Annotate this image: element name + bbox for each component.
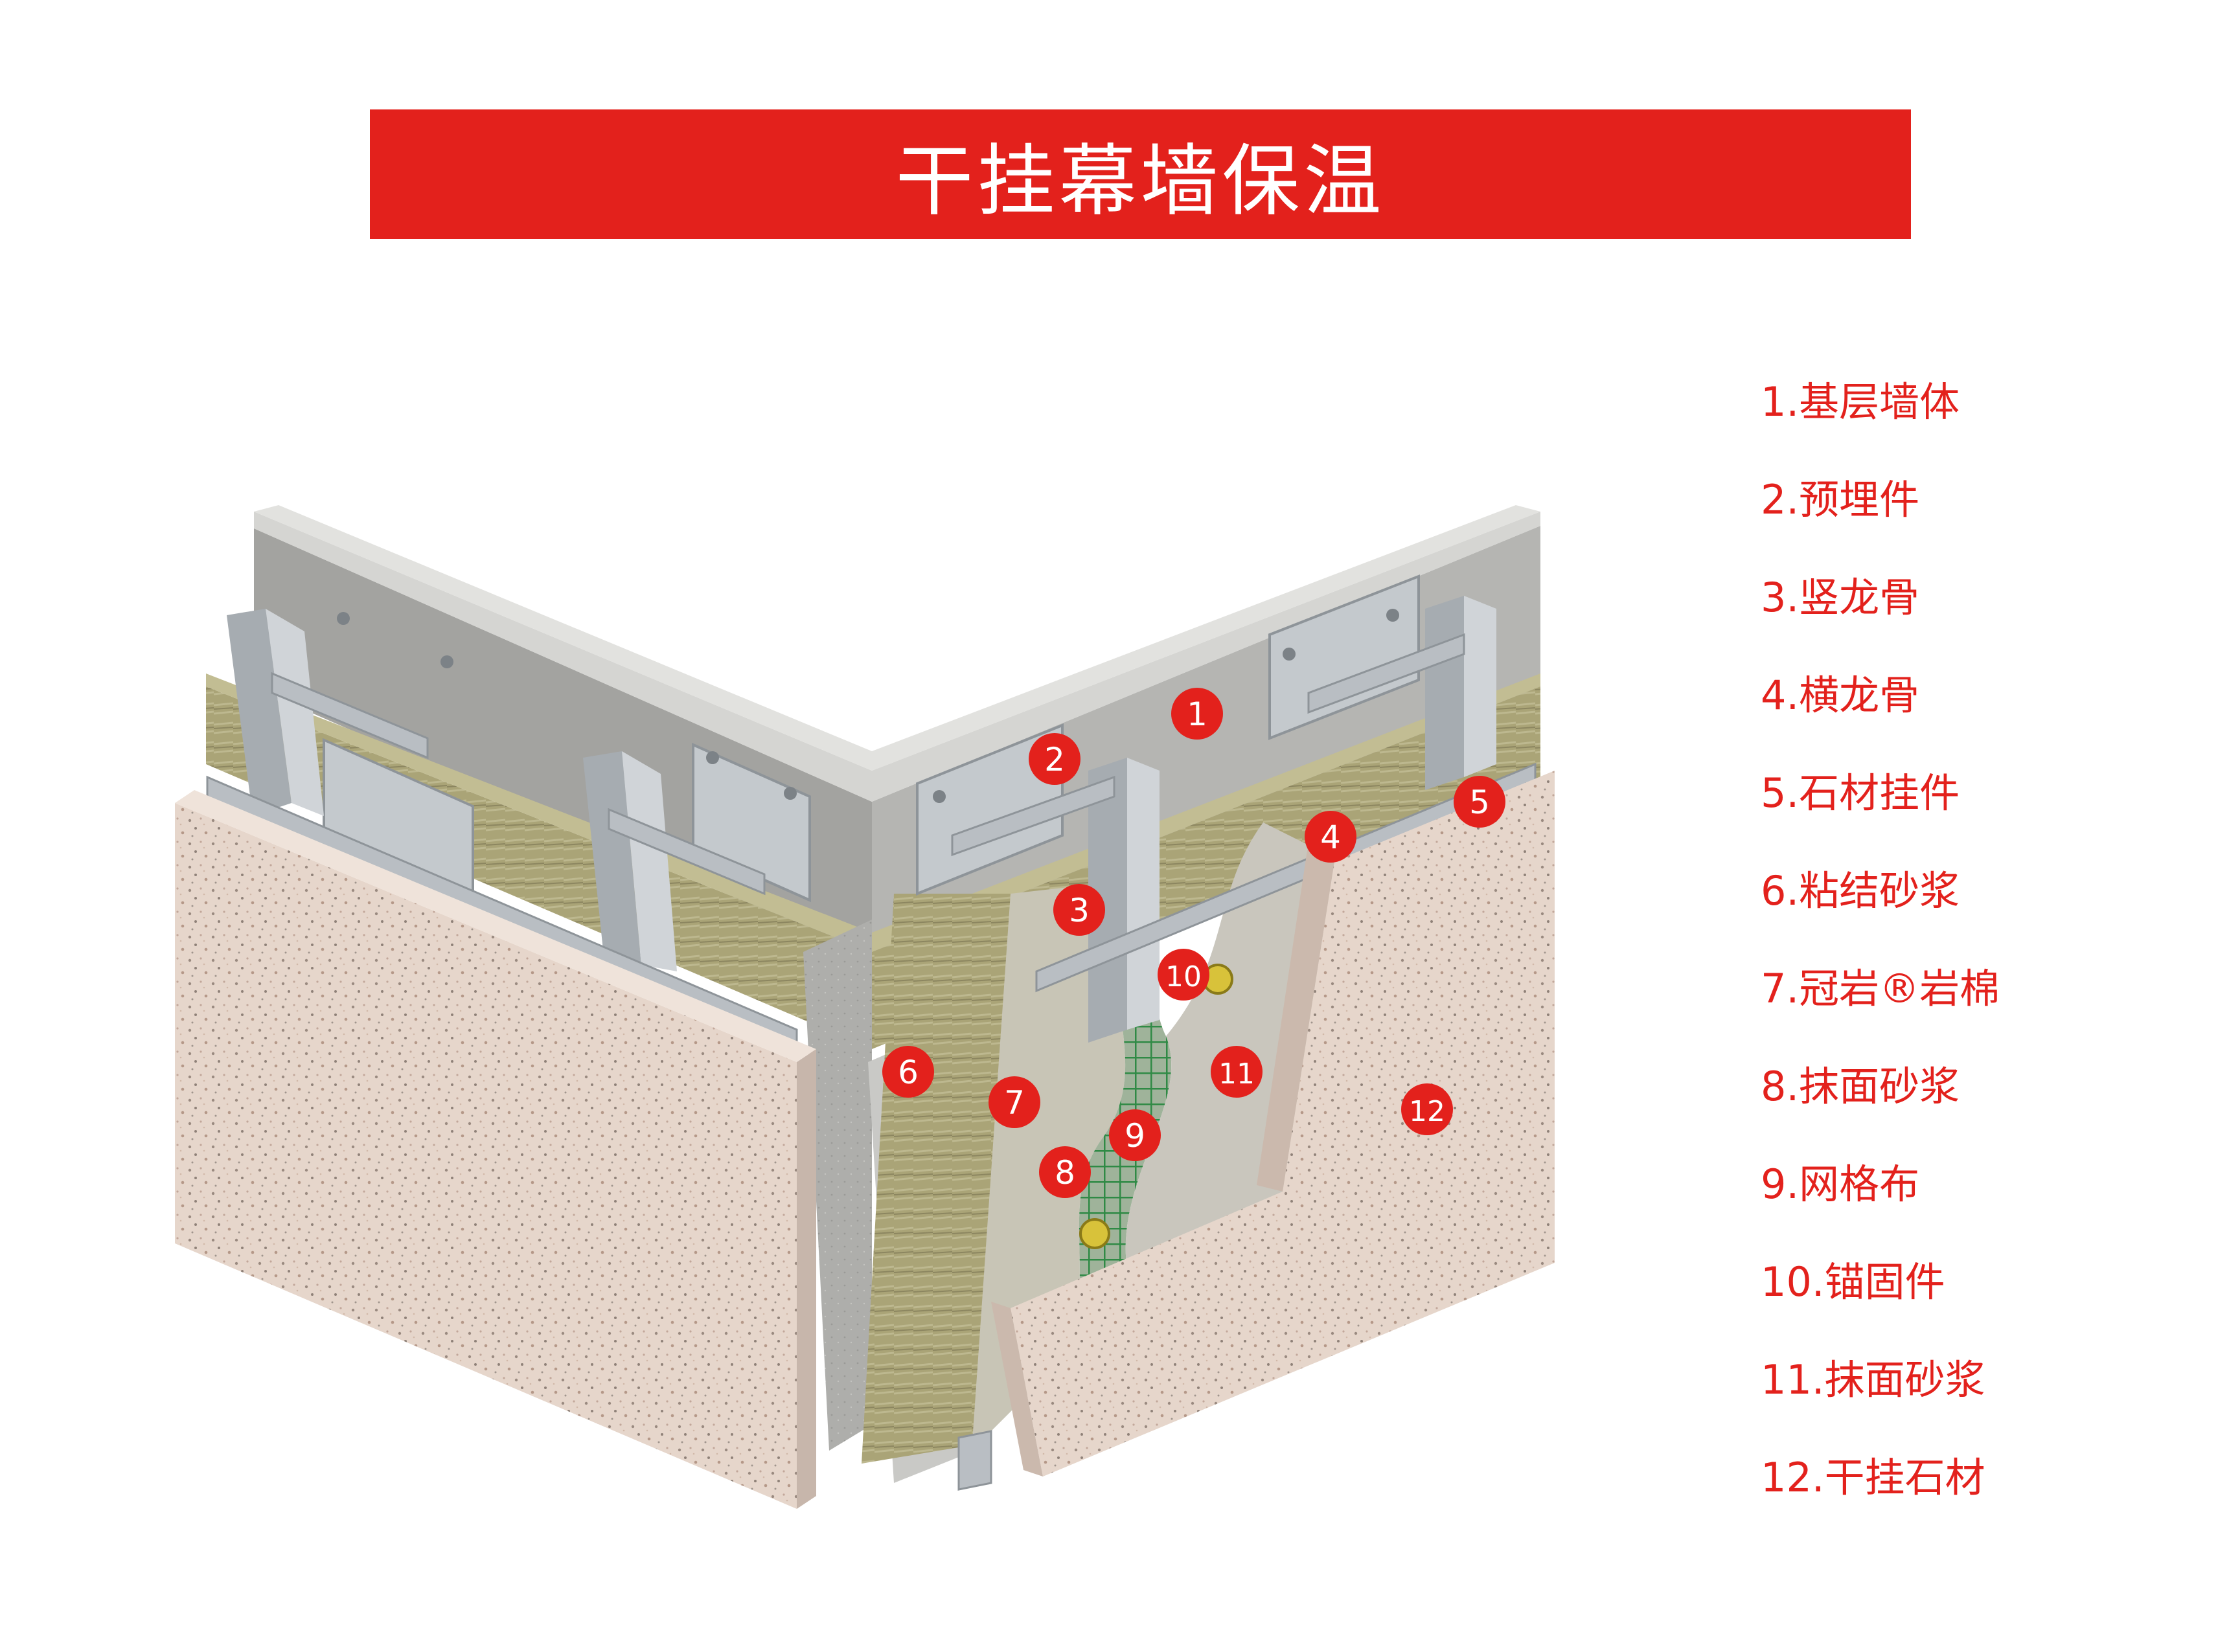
legend-item-1: 1.基层墙体 xyxy=(1761,378,1960,425)
svg-text:6: 6 xyxy=(898,1054,919,1091)
svg-text:12: 12 xyxy=(1409,1095,1445,1128)
badge-1: 1 xyxy=(1171,688,1223,740)
legend-item-11: 11.抹面砂浆 xyxy=(1761,1356,1985,1403)
svg-text:3: 3 xyxy=(1069,892,1090,929)
badge-8: 8 xyxy=(1039,1146,1091,1198)
svg-text:8: 8 xyxy=(1055,1154,1075,1192)
legend-item-7: 7.冠岩®岩棉 xyxy=(1761,965,2000,1012)
page-title: 干挂幕墙保温 xyxy=(895,137,1386,227)
title-banner: 干挂幕墙保温 xyxy=(370,109,1911,239)
svg-text:2: 2 xyxy=(1044,741,1065,778)
badge-11: 11 xyxy=(1211,1046,1263,1098)
badge-2: 2 xyxy=(1029,733,1080,785)
svg-text:5: 5 xyxy=(1469,784,1490,821)
legend: 1.基层墙体 2.预埋件 3.竖龙骨 4.横龙骨 5.石材挂件 6.粘结砂浆 7… xyxy=(1761,382,2214,1556)
svg-text:7: 7 xyxy=(1004,1084,1025,1122)
stone-panels xyxy=(175,771,1555,1509)
badge-7: 7 xyxy=(989,1076,1040,1128)
legend-item-6: 6.粘结砂浆 xyxy=(1761,867,1960,914)
legend-item-3: 3.竖龙骨 xyxy=(1761,574,1920,621)
legend-item-10: 10.锚固件 xyxy=(1761,1258,1945,1306)
legend-item-5: 5.石材挂件 xyxy=(1761,769,1960,817)
legend-item-8: 8.抹面砂浆 xyxy=(1761,1063,1960,1110)
badge-4: 4 xyxy=(1305,811,1356,863)
legend-item-2: 2.预埋件 xyxy=(1761,476,1920,523)
svg-text:1: 1 xyxy=(1187,696,1207,733)
legend-item-12: 12.干挂石材 xyxy=(1761,1454,1985,1501)
badge-6: 6 xyxy=(882,1046,934,1098)
svg-text:10: 10 xyxy=(1165,960,1202,993)
badge-3: 3 xyxy=(1053,884,1105,936)
legend-item-4: 4.横龙骨 xyxy=(1761,672,1920,719)
badge-12: 12 xyxy=(1401,1083,1453,1135)
svg-text:9: 9 xyxy=(1125,1117,1145,1155)
legend-item-9: 9.网格布 xyxy=(1761,1160,1920,1208)
badge-10: 10 xyxy=(1158,949,1209,1001)
svg-text:11: 11 xyxy=(1218,1058,1255,1091)
badge-9: 9 xyxy=(1109,1109,1161,1161)
steel-frame-right xyxy=(916,574,1537,1249)
svg-text:4: 4 xyxy=(1320,819,1341,856)
badge-5: 5 xyxy=(1454,776,1505,828)
